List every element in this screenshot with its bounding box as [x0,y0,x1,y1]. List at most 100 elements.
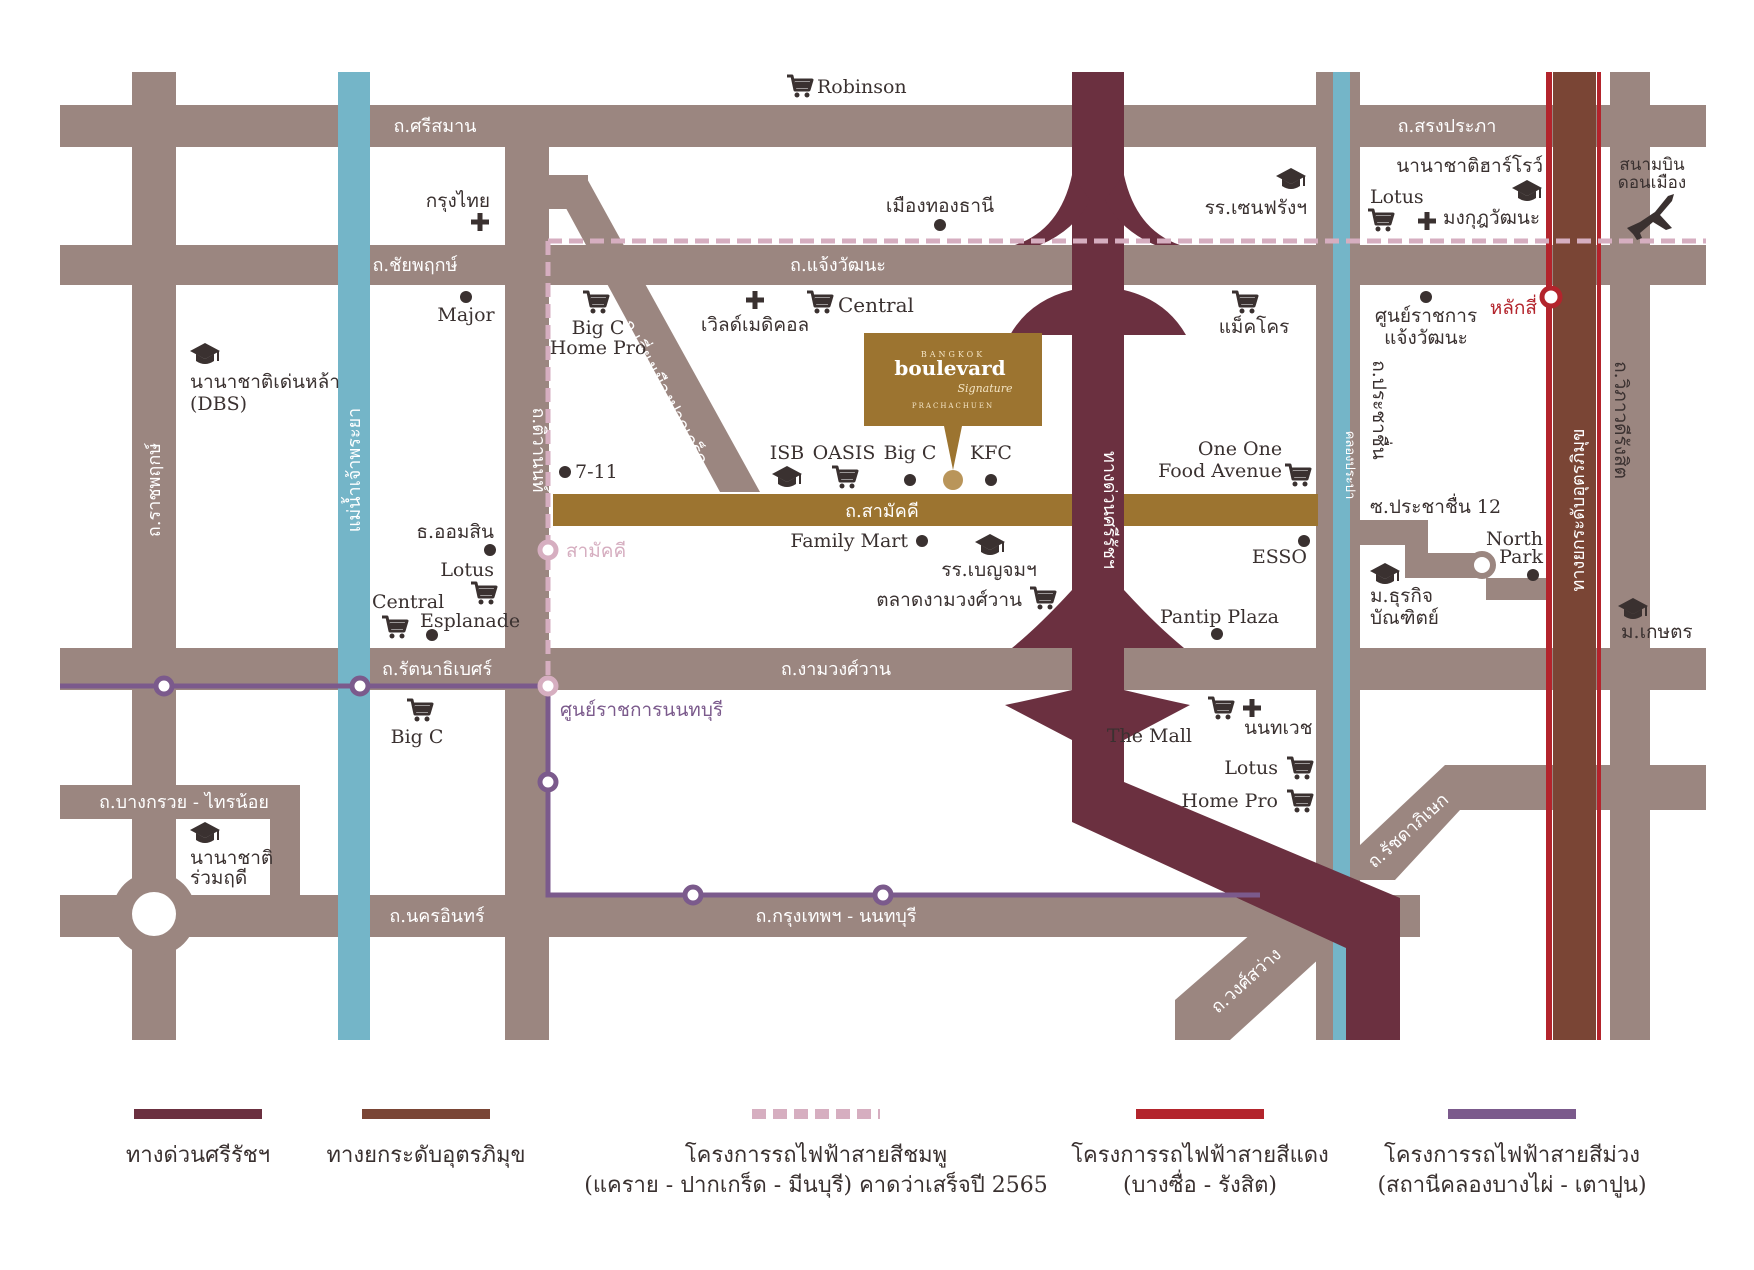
label-river: แม่น้ำเจ้าพระยา [341,408,365,533]
place-ruamrudee-1: นานาชาติ [190,847,273,869]
legend-label-pink-2: (แคราย - ปากเกร็ด - มีนบุรี) คาดว่าเสร็จ… [584,1170,1048,1198]
road-wongsawang [1175,900,1345,1040]
logo-name: boulevard [894,356,1005,380]
cart-icon [1283,463,1312,488]
logo-script: Signature [957,382,1013,395]
place-nonthaburi-govt: ศูนย์ราชการนนทบุรี [560,699,723,722]
dot-gsb [484,544,496,556]
place-dpu-1: ม.ธุรกิจ [1370,585,1433,608]
places: Robinson กรุงไทย เมืองทองธานี รร.เซนฟรัง… [190,74,1693,889]
road-soi-prachachuen-12 [1358,520,1486,578]
logo-top: BANGKOK [921,350,985,359]
place-bigc-homepro-1: Big C [572,317,625,339]
dot-bigc-samakkhi [904,474,916,486]
legend-swatch-purple [1448,1109,1576,1119]
place-airport-1: สนามบิน [1619,155,1685,175]
road-tiwanon [505,145,549,1040]
road-network [60,72,1706,1040]
legend-label-expressway: ทางด่วนศรีรัชฯ [126,1143,270,1168]
place-esso: ESSO [1252,546,1307,568]
place-north-park-2: Park [1499,546,1543,568]
pink-line [545,238,1706,685]
place-laksi: หลักสี่ [1490,294,1538,319]
school-icon [190,343,220,364]
road-north-park [1486,578,1550,600]
cart-icon [1366,208,1395,233]
place-govt-center-1: ศูนย์ราชการ [1375,305,1477,327]
place-lotus-3: Lotus [1224,757,1278,779]
road-rattanathibet [60,648,1706,690]
place-one-one-2: Food Avenue [1158,460,1282,482]
label-songprapa: ถ.สรงประภา [1398,116,1497,137]
place-gsb: ธ.ออมสิน [416,521,494,543]
label-tiwanon: ถ.ติวานนท์ [528,408,549,493]
place-major: Major [437,304,495,326]
place-lotus-2: Lotus [440,559,494,581]
place-krungthai: กรุงไทย [426,190,490,213]
place-seven-eleven: 7-11 [575,461,618,483]
place-bigc-homepro-2: Home Pro [550,337,647,359]
road-samakkhi [553,494,1318,526]
place-bigc-rattana: Big C [391,726,444,748]
red-line-right [1597,72,1601,1040]
khlong-prapa-canal [1333,72,1350,1040]
school-icon [975,534,1005,555]
red-line-left [1546,72,1552,1040]
stations [112,285,1563,956]
label-expressway: ทางด่วนศรีรัชฯ [1099,451,1120,569]
school-icon [772,466,802,487]
dot-north-park [1527,569,1539,581]
logo-bottom: PRACHACHUEN [912,402,994,410]
school-icon [190,822,220,843]
place-homepro-2: Home Pro [1181,790,1278,812]
legend-label-purple-2: (สถานีคลองบางไผ่ - เตาปูน) [1377,1172,1646,1198]
label-sri-samarn: ถ.ศรีสมาน [394,116,477,137]
place-robinson: Robinson [817,76,907,98]
place-central-esplanade-1: Central [372,591,444,613]
dot-major [460,291,472,303]
place-north-park-1: North [1486,528,1543,550]
road-vibhavadi [1610,72,1650,1040]
airplane-icon [1627,194,1674,240]
cart-icon [785,74,814,99]
label-ngamwongwan: ถ.งามวงศ์วาน [781,659,891,680]
station-purple-nonthaburi [537,675,559,697]
place-harrow: นานาชาติฮาร์โรว์ [1396,154,1543,177]
north-park-marker [1468,551,1496,579]
place-dpu-2: บัณฑิตย์ [1370,607,1439,629]
hospital-cross-icon [746,291,764,309]
hospital-cross-icon [471,213,489,231]
cart-icon [1206,696,1235,721]
place-pantip: Pantip Plaza [1160,606,1279,628]
cart-icon [830,465,859,490]
place-st-francis: รร.เซนฟรังฯ [1205,197,1307,219]
school-icon [1370,563,1400,584]
tollway-uttaraphimuk [1553,72,1596,1040]
road-nakhon-in [60,895,1420,937]
legend-label-purple-1: โครงการรถไฟฟ้าสายสีม่วง [1384,1142,1640,1168]
legend-swatch-red [1136,1109,1264,1119]
dot-muang-thong [934,219,946,231]
label-samakkhi: ถ.สามัคคี [845,501,919,522]
legend-swatch-tollway [362,1109,490,1119]
place-bigc-samakkhi: Big C [884,442,937,464]
hospital-cross-icon [1418,212,1436,230]
label-bangkruai: ถ.บางกรวย - ไทรน้อย [99,791,269,813]
expressway-si-rat [1005,72,1400,1040]
place-central-esplanade-2: Esplanade [420,610,520,632]
station-purple-4 [682,884,704,906]
dot-family-mart [916,535,928,547]
place-oasis: OASIS [813,442,876,464]
road-chaengwattana [60,245,1706,285]
place-nonthavej: นนทเวช [1244,717,1313,739]
hospital-cross-icon [1243,699,1261,717]
place-benjamarachutit: รร.เบญจมฯ [941,559,1037,581]
dot-govt-center-cw [1420,291,1432,303]
cart-icon [1230,290,1259,315]
dot-kfc [985,474,997,486]
school-icon [1512,180,1542,201]
label-ratchaphruek: ถ.ราชพฤกษ์ [144,443,165,538]
place-ruamrudee-2: ร่วมฤดี [190,867,247,889]
place-world-medical: เวิลด์เมดิคอล [701,314,809,336]
station-purple-2 [349,675,371,697]
